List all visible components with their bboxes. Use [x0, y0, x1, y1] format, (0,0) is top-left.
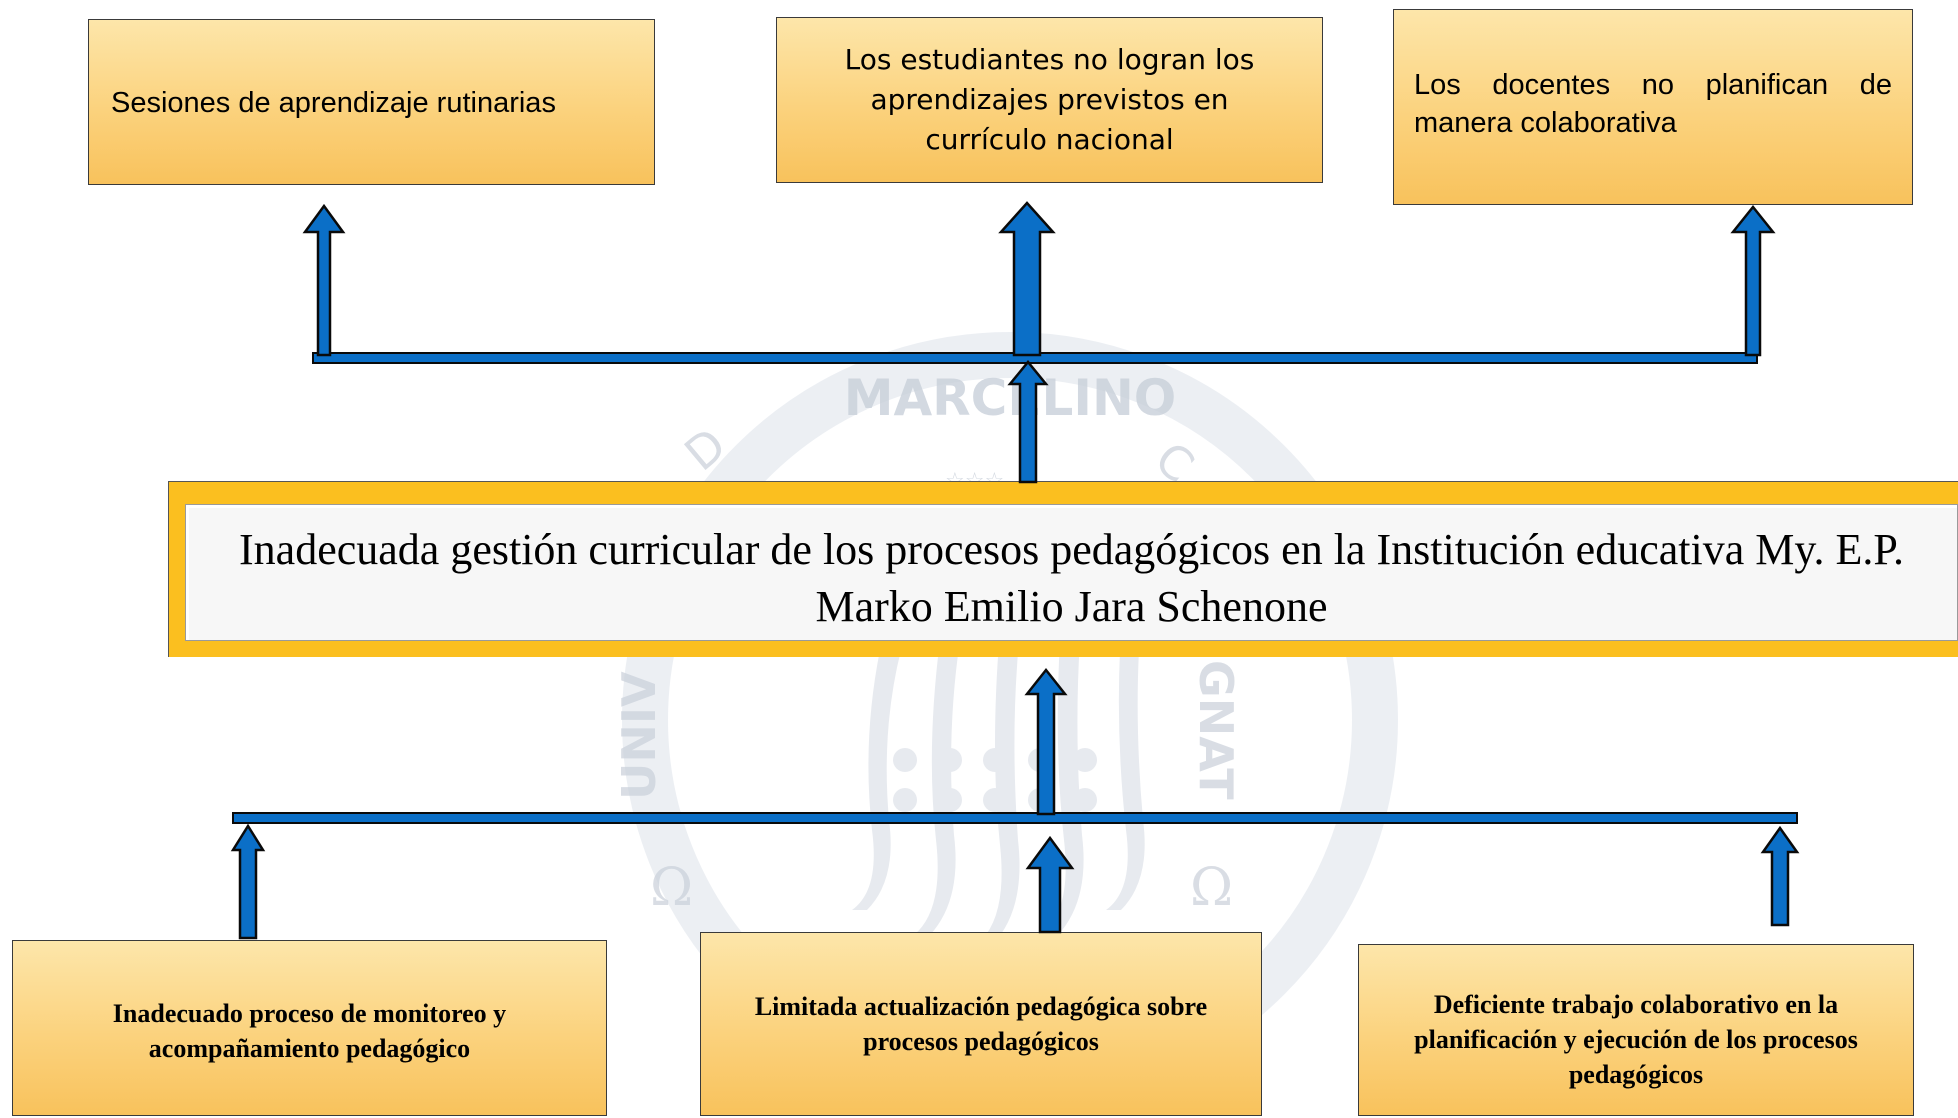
effects-connector [302, 201, 1776, 484]
cause-text-1: Inadecuado proceso de monitoreo y acompa… [112, 999, 507, 1064]
causes-horizontal-bar [232, 812, 1798, 824]
arrow-up-to-effect-3 [1730, 204, 1776, 357]
causes-connector [230, 667, 1800, 940]
watermark-symbol-right: Ω [1190, 858, 1233, 918]
effect-text-3: Los docentes no planifican de manera col… [1414, 69, 1892, 140]
effect-box-2: Los estudiantes no logran los aprendizaj… [776, 17, 1323, 183]
watermark-symbol-left: Ω [650, 858, 693, 918]
cause-box-1: Inadecuado proceso de monitoreo y acompa… [12, 940, 607, 1116]
central-problem-box: Inadecuada gestión curricular de los pro… [168, 481, 1958, 657]
arrow-up-from-cause-3 [1760, 825, 1800, 927]
effect-box-1: Sesiones de aprendizaje rutinarias [88, 19, 655, 185]
arrow-up-to-central-problem [1024, 667, 1068, 816]
watermark-monogram [852, 630, 1145, 945]
arrow-up-from-cause-2 [1025, 835, 1075, 934]
effect-text-2: Los estudiantes no logran los aprendizaj… [844, 43, 1255, 156]
cause-text-3: Deficiente trabajo colaborativo en la pl… [1414, 990, 1858, 1090]
central-problem-panel: Inadecuada gestión curricular de los pro… [185, 504, 1958, 641]
arrow-up-to-effect-2 [998, 201, 1056, 357]
effect-box-3: Los docentes no planifican de manera col… [1393, 9, 1913, 205]
watermark-left-text: UNIV [612, 671, 666, 800]
cause-text-2: Limitada actualización pedagógica sobre … [754, 992, 1208, 1057]
arrow-up-from-cause-1 [230, 823, 266, 940]
arrow-up-to-effect-1 [302, 203, 346, 357]
effect-text-1: Sesiones de aprendizaje rutinarias [111, 87, 556, 119]
arrow-up-from-central-problem [1007, 360, 1049, 484]
watermark-right-text: GNAT [1189, 660, 1243, 800]
watermark-arc-text: MARCELINO [844, 369, 1177, 427]
cause-box-3: Deficiente trabajo colaborativo en la pl… [1358, 944, 1914, 1116]
cause-box-2: Limitada actualización pedagógica sobre … [700, 932, 1262, 1116]
central-problem-text: Inadecuada gestión curricular de los pro… [239, 525, 1904, 632]
